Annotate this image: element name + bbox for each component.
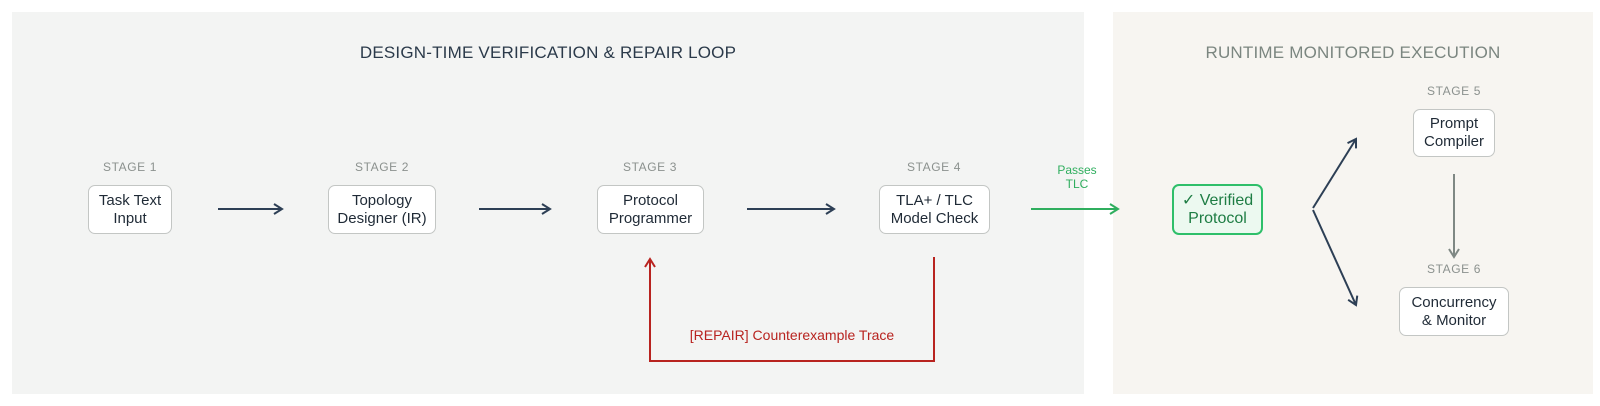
stage2-topology-designer-node: Topology Designer (IR) — [328, 185, 436, 234]
stage6-label: STAGE 6 — [1427, 262, 1481, 276]
stage6-concurrency-monitor-node: Concurrency & Monitor — [1399, 287, 1509, 336]
design-time-panel-title: DESIGN-TIME VERIFICATION & REPAIR LOOP — [359, 43, 737, 62]
arrow-verified-to-stage6 — [1312, 209, 1359, 307]
stage1-task-text-input-node: Task Text Input — [88, 185, 172, 234]
stage4-tla-model-check-node: TLA+ / TLC Model Check — [879, 185, 990, 234]
stage1-label: STAGE 1 — [103, 160, 157, 174]
stage3-label: STAGE 3 — [623, 160, 677, 174]
stage2-label: STAGE 2 — [355, 160, 409, 174]
pass-label-line1: Passes — [1057, 163, 1096, 177]
arrow-verified-to-stage5 — [1312, 137, 1358, 209]
stage5-prompt-compiler-node: Prompt Compiler — [1413, 109, 1495, 157]
repair-loop-arrow — [644, 257, 935, 362]
pass-label-line2: TLC — [1066, 177, 1089, 191]
repair-label: [REPAIR] Counterexample Trace — [690, 327, 895, 343]
stage4-label: STAGE 4 — [907, 160, 961, 174]
runtime-panel-title: RUNTIME MONITORED EXECUTION — [1205, 43, 1501, 62]
verified-protocol-node: ✓ Verified Protocol — [1172, 184, 1263, 235]
stage5-label: STAGE 5 — [1427, 84, 1481, 98]
stage3-protocol-programmer-node: Protocol Programmer — [597, 185, 704, 234]
